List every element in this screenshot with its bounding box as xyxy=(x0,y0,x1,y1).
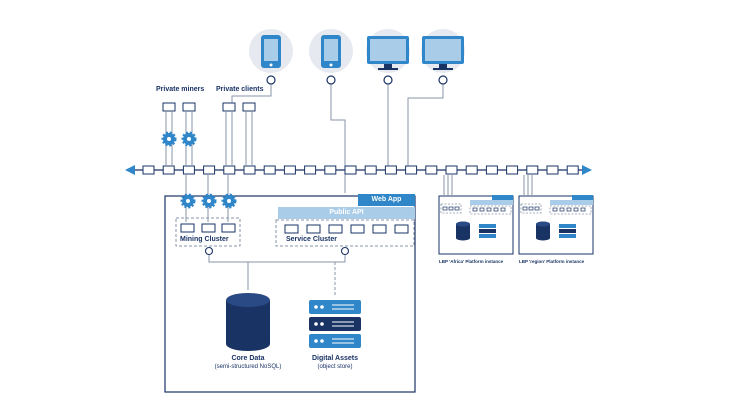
chain-block xyxy=(203,165,216,175)
digital-assets-label: Digital Assets xyxy=(311,355,359,362)
chain-block xyxy=(485,165,498,175)
phone-device-2 xyxy=(309,29,353,85)
public-api-label: Public API xyxy=(329,209,364,216)
instance-region-box xyxy=(518,195,594,255)
private-node-links xyxy=(165,111,253,165)
gear-icon xyxy=(221,193,237,209)
web-app-tab xyxy=(358,194,415,206)
chain-block xyxy=(405,165,418,175)
core-data-sublabel: (semi-structured NoSQL) xyxy=(214,364,282,370)
storage-connectors xyxy=(208,253,346,296)
chain-block xyxy=(526,165,539,175)
gear-icon xyxy=(181,131,197,147)
chain-block xyxy=(465,165,478,175)
server-stack-icon xyxy=(309,300,361,348)
chain-block xyxy=(263,165,276,175)
chain-block xyxy=(223,165,236,175)
digital-assets-sublabel: (object store) xyxy=(317,364,353,370)
chain-block xyxy=(384,165,397,175)
phone-device-1 xyxy=(249,29,293,85)
chain-block xyxy=(506,165,519,175)
private-miners-label: Private miners xyxy=(156,86,205,93)
instance-links xyxy=(443,175,533,195)
service-cluster-box xyxy=(275,219,415,247)
chain-block xyxy=(243,165,256,175)
chain-block xyxy=(283,165,296,175)
mining-cluster-box xyxy=(175,217,241,247)
web-app-label: Web App xyxy=(371,196,402,203)
chain-block xyxy=(445,165,458,175)
chain-block xyxy=(425,165,438,175)
device-connectors xyxy=(231,85,444,193)
instance-africa-box xyxy=(438,195,514,255)
private-clients-label: Private clients xyxy=(216,86,264,93)
chain-block xyxy=(182,165,195,175)
gear-icon xyxy=(161,131,177,147)
mining-cluster-label: Mining Cluster xyxy=(180,236,229,243)
core-data-label: Core Data xyxy=(231,355,265,362)
chain-block xyxy=(566,165,579,175)
chain-block xyxy=(546,165,559,175)
chain-block xyxy=(324,165,337,175)
chain-block xyxy=(304,165,317,175)
chain-block xyxy=(344,165,357,175)
gear-icon xyxy=(180,193,196,209)
chain-block xyxy=(364,165,377,175)
service-cluster-label: Service Cluster xyxy=(286,236,337,243)
instance-africa-label: LBP 'Africa' Platform instance xyxy=(439,259,504,264)
arrow-left-icon xyxy=(125,165,135,175)
monitor-device-1 xyxy=(366,29,410,85)
private-nodes xyxy=(162,102,256,112)
chain-blocks xyxy=(142,165,579,175)
instance-region-label: LBP 'region' Platform instance xyxy=(519,259,585,264)
chain-block xyxy=(142,165,155,175)
chain-block xyxy=(162,165,175,175)
monitor-device-2 xyxy=(421,29,465,85)
public-api-bar xyxy=(278,207,415,219)
arrow-right-icon xyxy=(582,165,592,175)
gear-icon xyxy=(201,193,217,209)
database-icon xyxy=(226,293,270,351)
